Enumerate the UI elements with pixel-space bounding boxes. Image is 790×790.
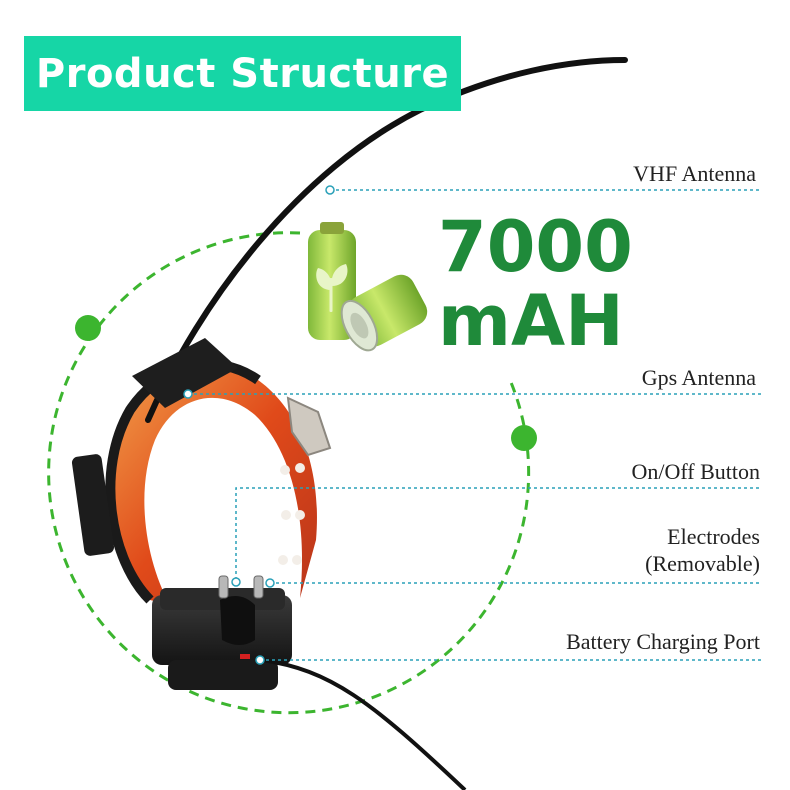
orbit-dot-left [75,315,101,341]
leaf-icon [316,264,348,312]
vhf-antenna-wire [145,57,628,423]
buckle [286,396,332,457]
electrodes-line2: (Removable) [645,551,760,576]
capacity-value: 7000 [438,206,633,288]
callout-vhf-antenna: VHF Antenna [633,161,756,186]
charging-cable [261,658,467,790]
collar-strap [71,359,332,605]
callout-battery-charging-port: Battery Charging Port [566,629,760,654]
electrode-pins [218,575,264,599]
strap-holes [278,463,305,565]
callout-gps-antenna: Gps Antenna [641,365,756,390]
callout-electrodes: Electrodes (Removable) [645,523,760,577]
battery-icon [308,222,428,352]
leader-lines [188,189,762,661]
leader-dots [183,185,335,665]
collar-device [152,575,292,690]
electrodes-line1: Electrodes [667,524,760,549]
battery-capacity: 7000 mAH [438,210,638,358]
page-title: Product Structure [35,50,450,97]
callout-on-off-button: On/Off Button [631,459,760,484]
title-banner: Product Structure [24,36,461,111]
gps-antenna-housing [132,338,238,408]
orbit-dot-right [511,425,537,451]
strap-label-patch [71,454,115,556]
dashed-orbit [47,231,537,715]
capacity-unit: mAH [438,280,624,362]
charging-port-indicator [240,654,250,659]
